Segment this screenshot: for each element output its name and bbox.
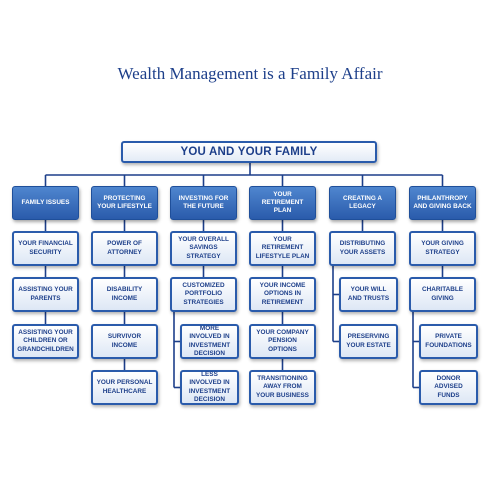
category-header: FAMILY ISSUES	[12, 186, 79, 220]
category-item: YOUR FINANCIAL SECURITY	[12, 231, 79, 266]
category-item: PRIVATE FOUNDATIONS	[419, 324, 478, 359]
category-item: YOUR RETIREMENT LIFESTYLE PLAN	[249, 231, 316, 266]
category-item: MORE INVOLVED IN INVESTMENT DECISION	[180, 324, 239, 359]
category-item: DISTRIBUTING YOUR ASSETS	[329, 231, 396, 266]
category-item: DONOR ADVISED FUNDS	[419, 370, 478, 405]
category-item: ASSISTING YOUR CHILDREN OR GRANDCHILDREN	[12, 324, 79, 359]
category-item: YOUR INCOME OPTIONS IN RETIREMENT	[249, 277, 316, 312]
category-item: POWER OF ATTORNEY	[91, 231, 158, 266]
category-header: PROTECTING YOUR LIFESTYLE	[91, 186, 158, 220]
category-header: YOUR RETIREMENT PLAN	[249, 186, 316, 220]
category-item: CHARITABLE GIVING	[409, 277, 476, 312]
category-item: TRANSITIONING AWAY FROM YOUR BUSINESS	[249, 370, 316, 405]
diagram-title: Wealth Management is a Family Affair	[117, 64, 383, 83]
category-item: SURVIVOR INCOME	[91, 324, 158, 359]
category-item: DISABILITY INCOME	[91, 277, 158, 312]
category-item: LESS INVOLVED IN INVESTMENT DECISION	[180, 370, 239, 405]
category-header: CREATING A LEGACY	[329, 186, 396, 220]
category-item: PRESERVING YOUR ESTATE	[339, 324, 398, 359]
root-node: YOU AND YOUR FAMILY	[121, 141, 377, 163]
category-item: YOUR PERSONAL HEALTHCARE	[91, 370, 158, 405]
category-header: INVESTING FOR THE FUTURE	[170, 186, 237, 220]
category-item: YOUR OVERALL SAVINGS STRATEGY	[170, 231, 237, 266]
category-item: YOUR WILL AND TRUSTS	[339, 277, 398, 312]
category-item: CUSTOMIZED PORTFOLIO STRATEGIES	[170, 277, 237, 312]
category-item: YOUR COMPANY PENSION OPTIONS	[249, 324, 316, 359]
category-item: ASSISTING YOUR PARENTS	[12, 277, 79, 312]
category-header: PHILANTHROPY AND GIVING BACK	[409, 186, 476, 220]
category-item: YOUR GIVING STRATEGY	[409, 231, 476, 266]
